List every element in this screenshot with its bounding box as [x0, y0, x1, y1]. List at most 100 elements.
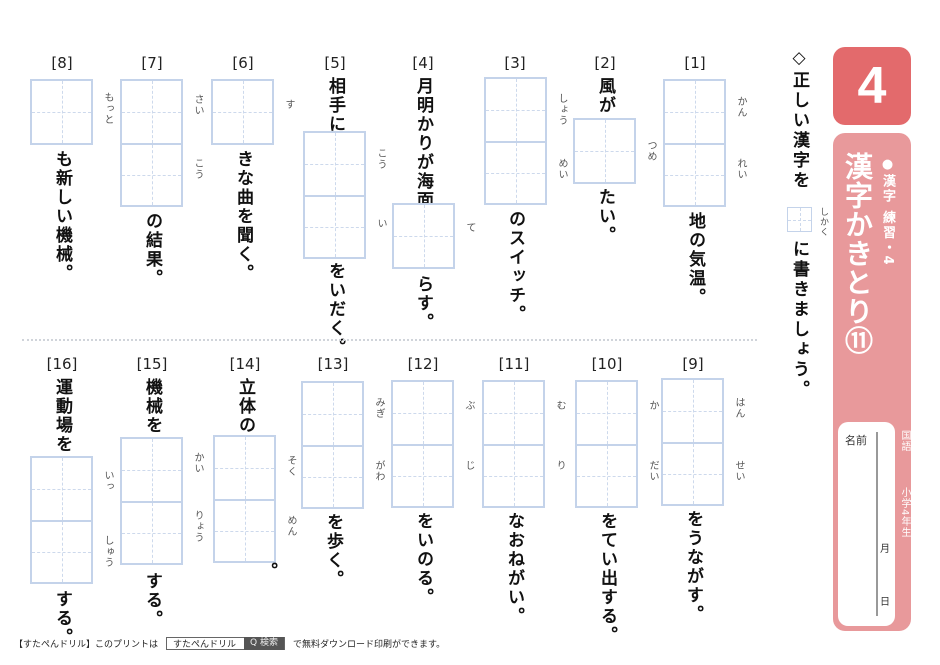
sentence-after: たい。 — [595, 188, 615, 245]
sentence-before: 立体の — [235, 378, 255, 435]
ruby: か — [647, 400, 658, 411]
ruby: めん — [285, 515, 296, 537]
sentence-before: 月明かりが海面を — [413, 77, 433, 229]
sentence-after: なおねがい。 — [504, 512, 524, 626]
subject-label: 国語 — [899, 430, 910, 452]
answer-box[interactable] — [301, 381, 364, 509]
search-box[interactable]: すたぺんドリル Q 検索 — [166, 637, 285, 650]
ruby: そく — [285, 455, 296, 477]
ruby: りょう — [192, 510, 203, 543]
question-number: [12] — [407, 355, 439, 373]
question-number: [3] — [504, 54, 526, 72]
example-ruby: しかく — [818, 207, 828, 237]
question-number: [13] — [317, 355, 349, 373]
sentence-after: をいのる。 — [413, 512, 433, 607]
grade-label: 小学4年生 — [899, 487, 910, 539]
ruby: つめ — [645, 140, 656, 162]
question-number: [11] — [498, 355, 530, 373]
answer-box[interactable] — [30, 79, 93, 145]
sentence-after: をうながす。 — [683, 510, 703, 624]
sentence-before: 機械を — [142, 378, 162, 435]
answer-box[interactable] — [213, 435, 276, 563]
ruby: せい — [733, 460, 744, 482]
ruby: い — [375, 218, 386, 229]
sentence-after: を歩く。 — [323, 513, 343, 589]
question-number: [7] — [141, 54, 163, 72]
instruction-line-2: に書きましょう。 — [789, 240, 809, 400]
day-label: 日 — [880, 597, 890, 608]
ruby: いっ — [102, 470, 113, 492]
ruby: り — [554, 460, 565, 471]
answer-box[interactable] — [482, 380, 545, 508]
answer-box[interactable] — [211, 79, 274, 145]
worksheet-subtitle: ●漢字 練習・4 — [880, 157, 895, 267]
sentence-before: 風が — [595, 77, 615, 115]
ruby: かん — [735, 96, 746, 118]
answer-box[interactable] — [661, 378, 724, 506]
ruby: だい — [647, 460, 658, 482]
footer: 【すたぺんドリル】このプリントは すたぺんドリル Q 検索 で無料ダウンロード印… — [14, 637, 445, 650]
answer-box[interactable] — [663, 79, 726, 207]
ruby: ぶ — [463, 400, 474, 411]
answer-box[interactable] — [392, 203, 455, 269]
row-divider — [22, 339, 757, 341]
search-text: すたぺんドリル — [173, 640, 237, 650]
question-number: [2] — [594, 54, 616, 72]
sentence-after: の結果。 — [142, 212, 162, 288]
answer-box[interactable] — [30, 456, 93, 584]
answer-box[interactable] — [573, 118, 636, 184]
sentence-after: 。 — [257, 562, 277, 581]
name-line[interactable] — [876, 432, 878, 616]
answer-box[interactable] — [575, 380, 638, 508]
footer-suffix: で無料ダウンロード印刷ができます。 — [292, 640, 446, 650]
sentence-after: をいだく。 — [325, 262, 345, 357]
sentence-after: きな曲を聞く。 — [233, 150, 253, 283]
sentence-before: 相手に — [325, 77, 345, 134]
ruby: がわ — [373, 460, 384, 482]
worksheet-title: 漢字かきとり⑪ — [841, 152, 874, 355]
ruby: れい — [735, 158, 746, 180]
sentence-before: 運動場を — [52, 378, 72, 454]
search-button[interactable]: Q 検索 — [244, 637, 284, 650]
ruby: もっと — [102, 92, 113, 125]
question-number: [15] — [136, 355, 168, 373]
sentence-after: をてい出する。 — [597, 512, 617, 645]
ruby: さい — [192, 94, 203, 116]
unit-number-badge: 4 — [833, 47, 911, 125]
sentence-after: する。 — [52, 590, 72, 647]
month-label: 月 — [880, 544, 890, 555]
question-number: [1] — [684, 54, 706, 72]
name-label: 名前 — [845, 434, 867, 447]
ruby: こう — [192, 158, 203, 180]
example-box — [787, 207, 812, 232]
answer-box[interactable] — [484, 77, 547, 205]
instruction-line-1: ◇正しい漢字を — [789, 48, 809, 191]
answer-box[interactable] — [120, 79, 183, 207]
sentence-after: らす。 — [413, 275, 433, 332]
name-box — [838, 422, 895, 626]
sentence-after: 地の気温。 — [685, 212, 705, 307]
question-number: [9] — [682, 355, 704, 373]
sentence-after: する。 — [142, 572, 162, 629]
ruby: こう — [375, 148, 386, 170]
ruby: しゅう — [102, 535, 113, 568]
question-number: [16] — [46, 355, 78, 373]
ruby: む — [554, 400, 565, 411]
answer-box[interactable] — [303, 131, 366, 259]
question-number: [5] — [324, 54, 346, 72]
ruby: じ — [463, 460, 474, 471]
footer-prefix: 【すたぺんドリル】このプリントは — [14, 640, 159, 650]
ruby: て — [464, 222, 475, 233]
sentence-after: も新しい機械。 — [52, 150, 72, 283]
ruby: しょう — [556, 93, 567, 126]
ruby: みぎ — [373, 397, 384, 419]
ruby: かい — [192, 452, 203, 474]
question-number: [10] — [591, 355, 623, 373]
question-number: [8] — [51, 54, 73, 72]
question-number: [6] — [232, 54, 254, 72]
answer-box[interactable] — [391, 380, 454, 508]
question-number: [14] — [229, 355, 261, 373]
ruby: す — [283, 99, 294, 110]
answer-box[interactable] — [120, 437, 183, 565]
ruby: はん — [733, 397, 744, 419]
